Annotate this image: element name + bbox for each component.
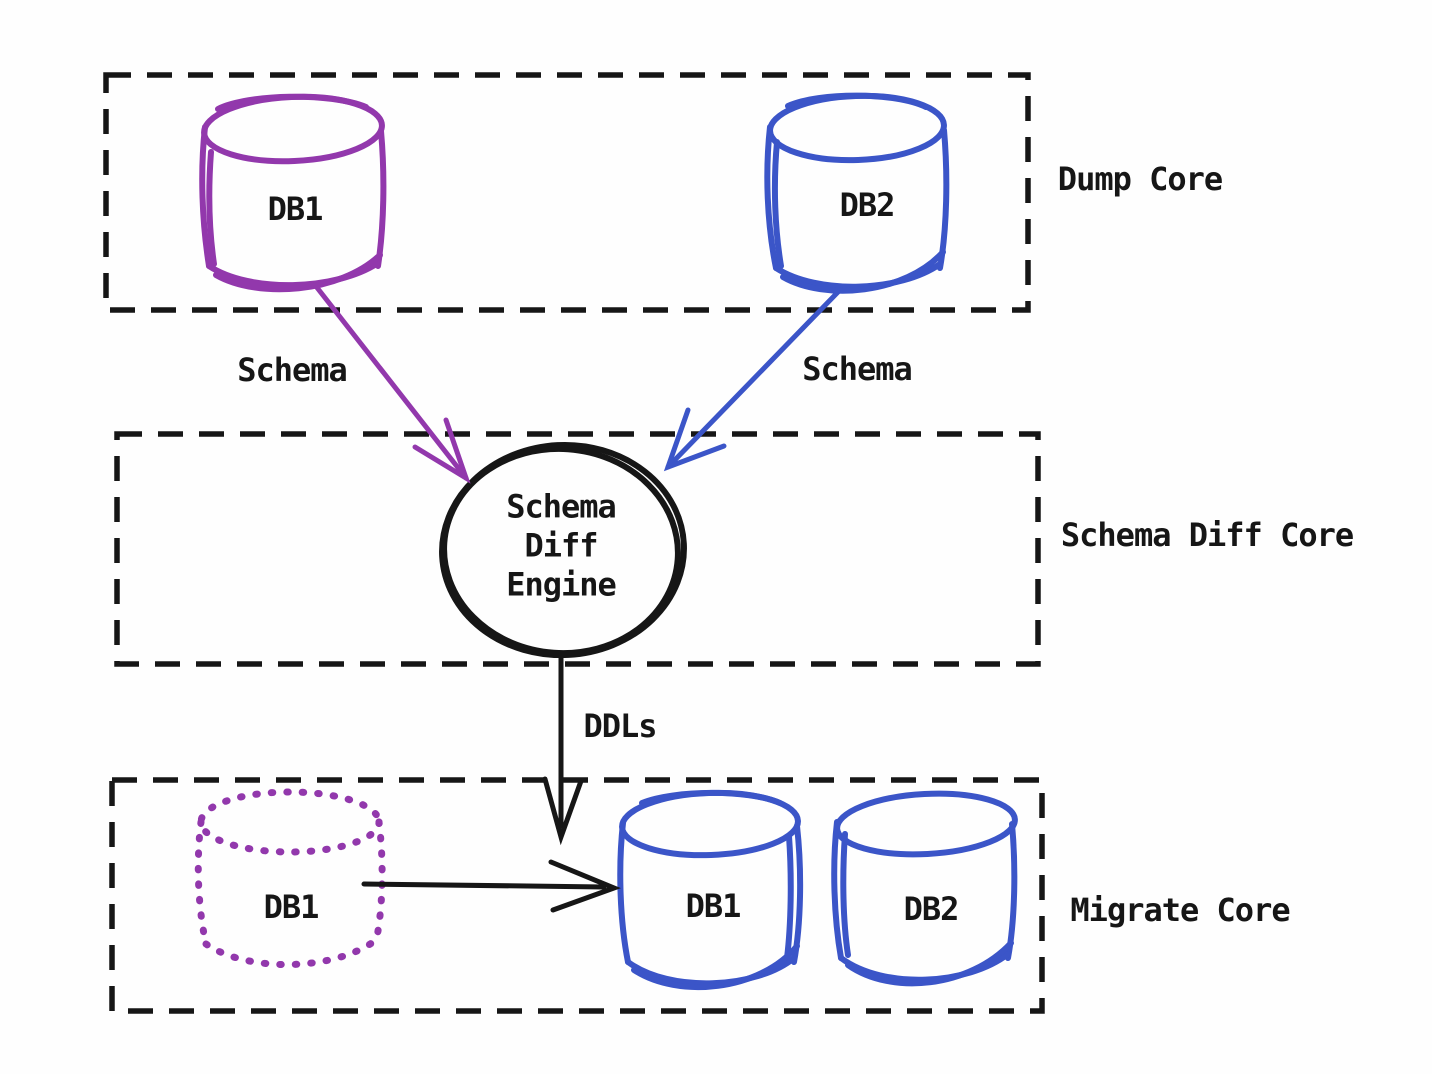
cylinder-top: [834, 790, 1018, 858]
migrated-db2-cylinder: [831, 790, 1018, 987]
cylinder-left-overdraw: [206, 149, 217, 267]
db1-schema-arrow: [312, 282, 471, 484]
cylinder-left-side: [617, 820, 631, 965]
arrow-head: [548, 859, 621, 913]
cylinder-right-side: [937, 127, 950, 271]
arrow-shaft: [312, 282, 469, 481]
source-db1-cylinder: [199, 93, 387, 293]
db1-migration-arrow: [361, 859, 621, 913]
cylinder-bottom: [773, 261, 943, 290]
cylinder-bottom-overdraw: [213, 252, 383, 293]
cylinder-left-overdraw: [840, 831, 851, 958]
db2-schema-edge-label: Schema: [802, 350, 913, 388]
cylinder-bottom-overdraw: [845, 940, 1014, 987]
schema-diff-core-box: [114, 431, 1041, 667]
db2-schema-arrow: [663, 289, 841, 472]
cylinder-bottom: [625, 955, 797, 987]
dump-core-box: [103, 72, 1031, 313]
circle-stroke-2: [441, 445, 681, 657]
ddls-edge-label: DDLs: [583, 707, 657, 745]
engine-circle: [439, 441, 687, 659]
migrate-core-box: [109, 777, 1045, 1014]
cylinder-left-side: [194, 818, 210, 948]
source-db2-label: DB2: [839, 186, 896, 224]
cylinder-left-side: [831, 819, 844, 961]
cylinder-rim-overdraw: [215, 93, 369, 112]
cylinder-left-side: [199, 124, 212, 269]
migrate-core-label: Migrate Core: [1070, 891, 1290, 929]
cylinder-bottom-overdraw: [780, 249, 946, 294]
dump-core-label: Dump Core: [1057, 160, 1223, 198]
cylinder-right-side: [1005, 821, 1018, 961]
arrow-head: [663, 407, 727, 472]
cylinder-right-overdraw: [784, 833, 794, 961]
schema-diff-core-label: Schema Diff Core: [1060, 516, 1354, 554]
cylinder-left-overdraw: [771, 139, 784, 269]
arrow-shaft: [665, 289, 841, 470]
cylinder-top: [197, 788, 383, 856]
db1-schema-edge-label: Schema: [237, 351, 348, 389]
arrow-head: [412, 417, 471, 484]
migrated-db1-label: DB1: [685, 887, 742, 925]
cylinder-bottom: [202, 936, 380, 968]
cylinder-right-side: [375, 128, 387, 269]
cylinder-right-side: [791, 823, 804, 965]
cylinder-left-side: [764, 124, 779, 271]
cylinder-rim-overdraw: [639, 789, 783, 806]
arrow-head: [542, 776, 584, 846]
arrow-shaft: [361, 881, 607, 890]
cylinder-rim-overdraw: [785, 92, 929, 110]
ddls-arrow: [542, 655, 584, 846]
migrated-db2-label: DB2: [903, 890, 960, 928]
cylinder-bottom-overdraw: [631, 943, 800, 990]
section-boxes: [103, 72, 1045, 1014]
source-db2-cylinder: [764, 92, 950, 294]
migrated-db1-cylinder: [617, 789, 804, 990]
original-db1-cylinder: [194, 788, 386, 968]
source-db1-label: DB1: [267, 190, 324, 228]
original-db1-label: DB1: [263, 888, 320, 926]
engine-label: Schema Diff Engine: [506, 487, 617, 604]
